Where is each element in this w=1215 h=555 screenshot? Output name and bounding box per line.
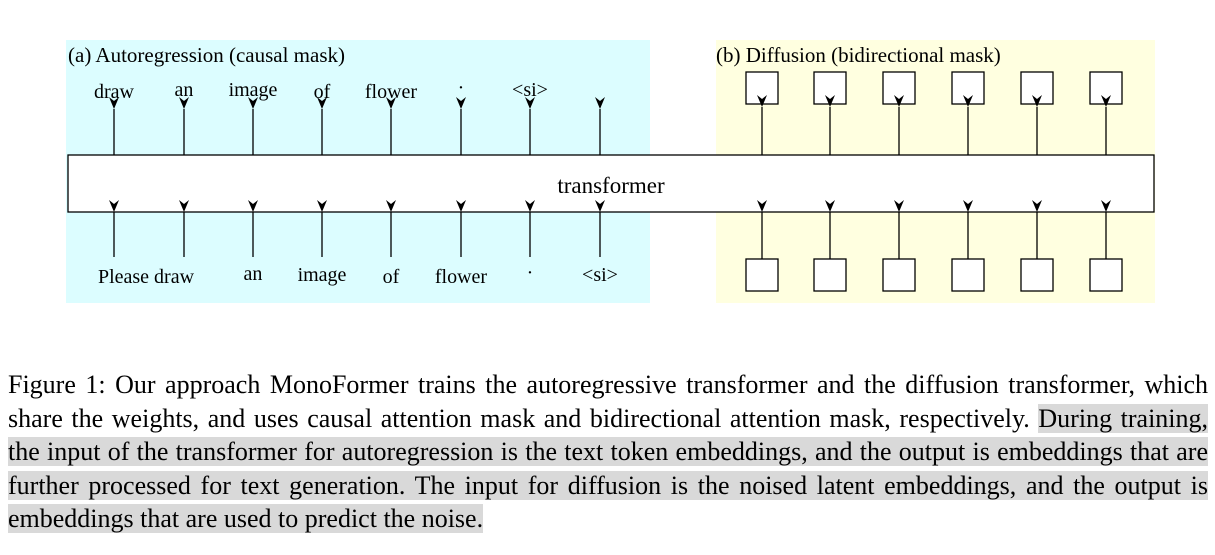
panel-a-output-arrows bbox=[109, 97, 605, 155]
output-token: image bbox=[229, 79, 278, 101]
transformer-label: transformer bbox=[557, 173, 665, 198]
panel-a-title: (a) Autoregression (causal mask) bbox=[68, 43, 345, 67]
output-token: flower bbox=[365, 81, 418, 103]
panel-b-input-arrows bbox=[757, 200, 1111, 259]
panel-b-input-boxes bbox=[745, 258, 1123, 292]
input-latent-box bbox=[813, 258, 847, 292]
panel-b-title: (b) Diffusion (bidirectional mask) bbox=[716, 43, 1001, 67]
output-token: draw bbox=[94, 81, 135, 103]
monoformer-diagram: (a) Autoregression (causal mask) (b) Dif… bbox=[66, 40, 1155, 303]
output-token: <si> bbox=[512, 79, 548, 101]
output-token: an bbox=[175, 79, 194, 101]
input-token: flower bbox=[435, 266, 488, 288]
input-latent-box bbox=[1020, 258, 1054, 292]
panel-b-output-arrows bbox=[757, 95, 1111, 155]
output-embedding-box bbox=[1020, 71, 1054, 105]
input-token: · bbox=[527, 262, 534, 284]
output-token: · bbox=[458, 77, 465, 99]
input-token: image bbox=[298, 264, 347, 286]
input-token: Please draw bbox=[98, 266, 195, 288]
input-token: an bbox=[244, 263, 263, 285]
input-latent-box bbox=[882, 258, 916, 292]
panel-a-input-arrows bbox=[109, 200, 605, 257]
output-embedding-box bbox=[745, 71, 779, 105]
output-embedding-box bbox=[882, 71, 916, 105]
input-token: of bbox=[383, 266, 400, 288]
figure-caption: Figure 1: Our approach MonoFormer trains… bbox=[8, 368, 1209, 536]
input-latent-box bbox=[951, 258, 985, 292]
caption-text: Figure 1: Our approach MonoFormer trains… bbox=[8, 370, 1208, 433]
output-token: of bbox=[314, 81, 331, 103]
output-embedding-box bbox=[951, 71, 985, 105]
input-latent-box bbox=[745, 258, 779, 292]
input-latent-box bbox=[1089, 258, 1123, 292]
output-embedding-box bbox=[1089, 71, 1123, 105]
output-embedding-box bbox=[813, 71, 847, 105]
input-token: <si> bbox=[582, 264, 618, 286]
panel-a-input-tokens: Please draw an image of flower · <si> bbox=[98, 262, 618, 288]
